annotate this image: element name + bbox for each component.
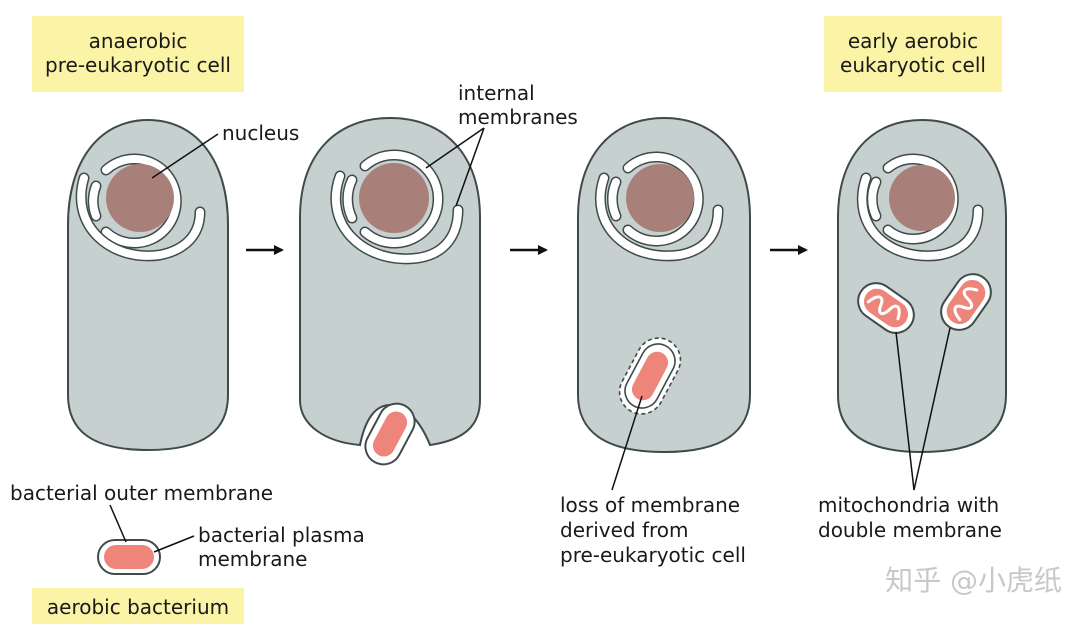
title-box-aerobic-bacterium: aerobic bacterium: [32, 588, 244, 624]
leader-plasma-membrane: [153, 535, 195, 553]
label-plasma-line1: bacterial plasma: [198, 523, 365, 547]
title-box-early-aerobic: early aerobic eukaryotic cell: [824, 16, 1002, 92]
label-plasma-line2: membrane: [198, 547, 307, 571]
cell-3-bacterium: [618, 337, 682, 415]
leader-lines: [109, 127, 951, 553]
title-aerobic-bacterium: aerobic bacterium: [47, 595, 229, 619]
watermark: 知乎 @小虎纸: [885, 564, 1062, 597]
label-nucleus: nucleus: [222, 121, 299, 145]
cell-1-nucleus: [106, 164, 174, 232]
label-mitochondria-line1: mitochondria with: [818, 493, 999, 517]
leader-internal-membranes-b: [455, 127, 485, 207]
title-anaerobic-line2: pre-eukaryotic cell: [45, 53, 231, 77]
cell-1-internal-membranes: [75, 153, 206, 262]
label-internal-line2: membranes: [458, 105, 578, 129]
cell-2-engulfing: [299, 116, 481, 466]
leader-internal-membranes-a: [425, 127, 485, 169]
label-loss-line1: loss of membrane: [560, 493, 740, 517]
leader-outer-membrane: [109, 504, 127, 543]
cell-4-early-aerobic: [837, 118, 1007, 454]
cell-2-nucleus: [359, 163, 429, 233]
leader-mitochondria-b: [913, 327, 951, 491]
label-loss-line3: pre-eukaryotic cell: [560, 543, 746, 567]
label-loss-line2: derived from: [560, 518, 689, 542]
leader-nucleus: [151, 133, 219, 179]
leader-mitochondria-a: [895, 331, 915, 491]
cell-2-internal-membranes: [330, 149, 464, 265]
title-box-anaerobic: anaerobic pre-eukaryotic cell: [32, 16, 244, 92]
free-aerobic-bacterium: [97, 539, 161, 575]
mitochondrion-right: [940, 273, 992, 331]
cell-1-anaerobic: [67, 118, 229, 452]
label-mitochondria-line2: double membrane: [818, 518, 1002, 542]
title-early-aerobic-line2: eukaryotic cell: [840, 53, 986, 77]
label-outer-membrane: bacterial outer membrane: [10, 481, 273, 505]
cell-3-engulfed: [577, 116, 751, 454]
cell-3-nucleus: [626, 164, 694, 232]
title-early-aerobic-line1: early aerobic: [848, 29, 978, 53]
cell-3-body: [577, 116, 751, 454]
cell-3-internal-membranes: [594, 151, 724, 262]
cell-4-nucleus: [889, 165, 955, 231]
cell-2-bacterium: [364, 402, 416, 466]
label-internal-line1: internal: [458, 81, 535, 105]
title-anaerobic-line1: anaerobic: [89, 29, 188, 53]
leader-loss-membrane: [611, 395, 643, 491]
cell-4-body: [837, 118, 1007, 454]
mitochondrion-left: [857, 282, 915, 334]
